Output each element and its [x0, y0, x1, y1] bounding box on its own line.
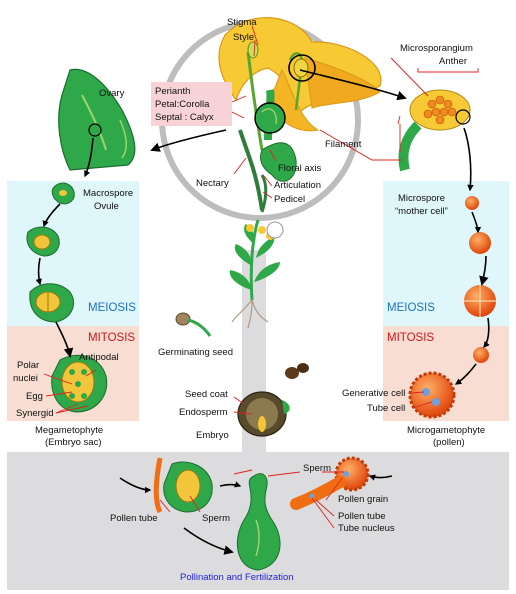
petal-corolla-label: Petal:Corolla — [155, 99, 210, 110]
female-mitosis-label: MITOSIS — [88, 332, 135, 344]
stigma-label: Stigma — [227, 17, 257, 28]
microspore-label: Microspore — [398, 193, 445, 204]
endosperm-label: Endosperm — [179, 407, 228, 418]
septal-calyx-label: Septal : Calyx — [155, 112, 214, 123]
female-meiosis-label: MEIOSIS — [88, 302, 136, 314]
seed-icon — [237, 391, 290, 437]
sperm-label-left: Sperm — [202, 513, 230, 524]
microsporangium-label: Microsporangium — [400, 43, 473, 54]
perianth-label-box — [151, 82, 232, 126]
floral-axis-label: Floral axis — [278, 163, 322, 174]
pollen-tube-label-right: Pollen tube — [338, 511, 386, 522]
germinating-seed-icon — [175, 312, 212, 337]
microgametophyte-caption-2: (pollen) — [433, 437, 465, 448]
pedicel-label: Pedicel — [274, 194, 305, 205]
anther-label: Anther — [439, 56, 467, 67]
leader-lines — [43, 25, 479, 529]
tube-cell-label: Tube cell — [367, 403, 405, 414]
tetrad-icon — [464, 285, 496, 317]
pollen-grain-icon — [408, 371, 456, 419]
microgametophyte-caption-1: Microgametophyte — [407, 425, 485, 436]
sperm-label-right: Sperm — [303, 463, 331, 474]
perianth-label: Perianth — [155, 86, 190, 97]
pollination-caption: Pollination and Fertilization — [180, 572, 294, 583]
tube-nucleus-label: Tube nucleus — [338, 523, 395, 534]
pollen-tube-label-left: Pollen tube — [110, 513, 158, 524]
ovule-stage-2 — [26, 226, 60, 257]
germinating-pollen-icon — [290, 456, 370, 510]
flower-icon — [218, 17, 382, 213]
polar-nuclei-label-2: nuclei — [13, 373, 38, 384]
microspore-stage-2 — [469, 232, 491, 254]
articulation-label: Articulation — [274, 180, 321, 191]
antipodal-label: Antipodal — [79, 352, 119, 363]
egg-label: Egg — [26, 391, 43, 402]
synergid-label: Synergid — [16, 408, 54, 419]
embryo-label: Embryo — [196, 430, 229, 441]
fertilized-pistil-icon — [236, 473, 281, 571]
ovule-stage-3 — [29, 283, 74, 323]
ovule-label: Ovule — [94, 201, 119, 212]
microspore-stage-4 — [473, 347, 489, 363]
ovary-icon — [58, 68, 136, 171]
mother-cell-label: “mother cell” — [395, 206, 448, 217]
ovary-label: Ovary — [99, 88, 125, 99]
embryo-sac-icon — [51, 354, 108, 413]
nectary-label: Nectary — [196, 178, 229, 189]
seed-coat-label: Seed coat — [185, 389, 228, 400]
filament-label: Filament — [325, 139, 362, 150]
macrospore-label: Macrospore — [83, 188, 133, 199]
ovule-icon — [51, 182, 75, 205]
megametophyte-caption-2: (Embryo sac) — [45, 437, 101, 448]
male-meiosis-label: MEIOSIS — [387, 302, 435, 314]
anther-icon — [398, 89, 471, 172]
polar-nuclei-label-1: Polar — [17, 360, 39, 371]
generative-cell-label: Generative cell — [342, 388, 405, 399]
pollen-grain-label: Pollen grain — [338, 494, 388, 505]
microspore-icon — [465, 196, 479, 210]
male-mitosis-label: MITOSIS — [387, 332, 434, 344]
dry-seeds-icon — [285, 363, 309, 379]
ovary-with-pollen-tube-icon — [153, 457, 213, 514]
germinating-seed-label: Germinating seed — [158, 347, 233, 358]
megametophyte-caption-1: Megametophyte — [35, 425, 103, 436]
style-label: Style — [233, 32, 254, 43]
seedling-icon — [229, 219, 284, 329]
